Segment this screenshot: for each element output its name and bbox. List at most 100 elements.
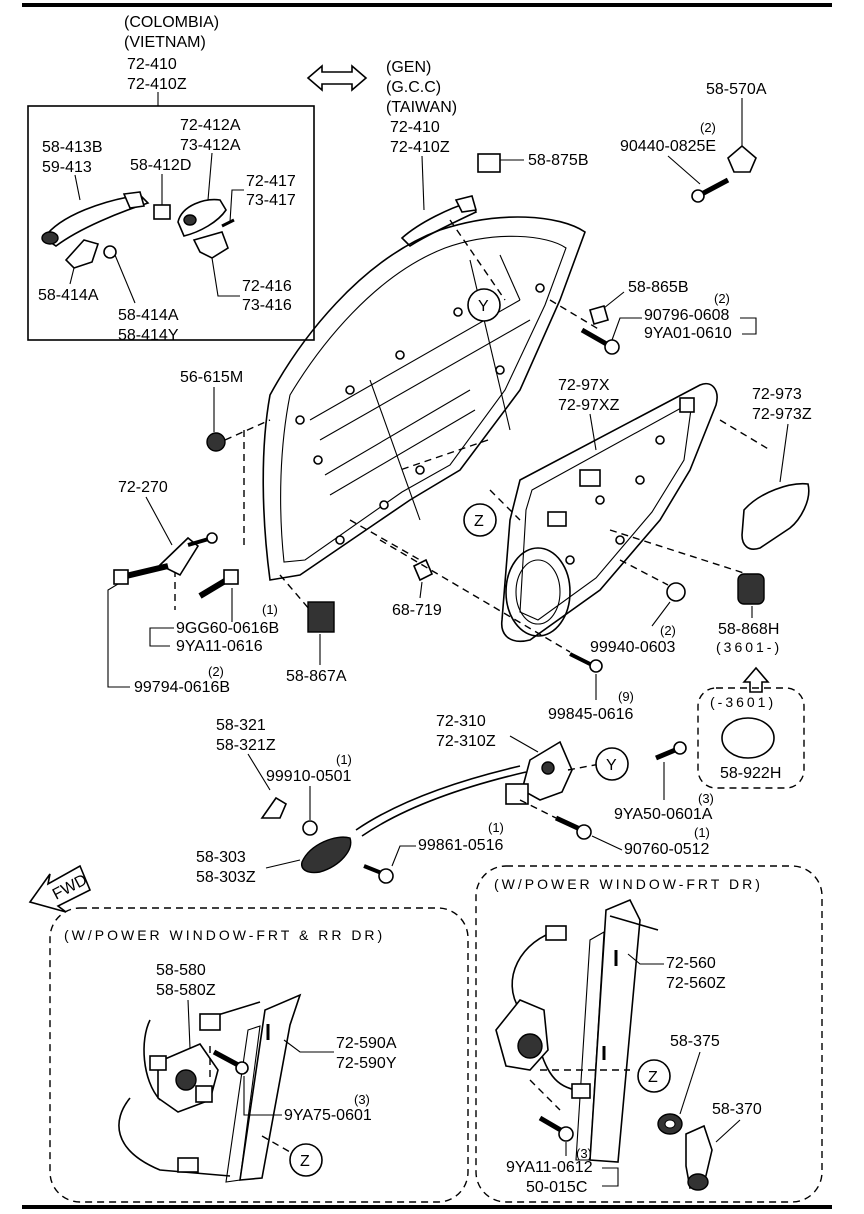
handle-base-part bbox=[177, 198, 227, 237]
leader-99794 bbox=[107, 583, 130, 688]
label-73-417: 73-417 bbox=[246, 192, 296, 209]
label-90760-qty: (1) bbox=[694, 825, 710, 840]
dash-99940 bbox=[619, 559, 669, 586]
ref-z-top: Z bbox=[474, 513, 484, 530]
label-90796: 90796-0608 bbox=[644, 307, 730, 324]
label-58-570A: 58-570A bbox=[706, 81, 767, 98]
label-58-414A-a: 58-414A bbox=[38, 287, 99, 304]
label-72-310Z: 72-310Z bbox=[436, 733, 496, 750]
ref-circle-z-top bbox=[463, 503, 497, 537]
dash-56-615M bbox=[224, 419, 271, 441]
leader-72-560 bbox=[627, 953, 664, 965]
leader-72-416 bbox=[211, 257, 240, 297]
label-9YA75-qty: (3) bbox=[354, 1092, 370, 1107]
label-58-303Z: 58-303Z bbox=[196, 869, 256, 886]
label-99845-qty: (9) bbox=[618, 689, 634, 704]
part-68-719-shape bbox=[412, 558, 434, 582]
clip-99910-part bbox=[302, 820, 318, 836]
label-9YA50-qty: (3) bbox=[698, 791, 714, 806]
leader-72-417 bbox=[229, 189, 244, 223]
outside-handle-part bbox=[41, 191, 150, 247]
dash-y-ref bbox=[449, 219, 506, 301]
dash-door-bottom bbox=[399, 439, 489, 471]
label-9YA11-0612: 9YA11-0612 bbox=[506, 1159, 593, 1176]
label-region-gen: (GEN) bbox=[386, 59, 431, 76]
part-58-868H-shape bbox=[737, 573, 765, 605]
ref-z-right: Z bbox=[648, 1069, 658, 1086]
lever-part bbox=[192, 231, 229, 259]
label-72-97XZ: 72-97XZ bbox=[558, 397, 620, 414]
label-58-414Y: 58-414Y bbox=[118, 327, 179, 344]
bolt-9YA75-part bbox=[212, 1049, 249, 1075]
part-58-875B-shape bbox=[477, 153, 501, 173]
screw-99861-part bbox=[363, 864, 394, 884]
label-99861: 99861-0516 bbox=[418, 837, 504, 854]
leader-72-270 bbox=[145, 496, 173, 546]
leader-72-412A bbox=[207, 152, 213, 201]
label-99910: 99910-0501 bbox=[266, 768, 352, 785]
ref-circle-z-left bbox=[289, 1143, 323, 1177]
leader-99940 bbox=[651, 601, 671, 627]
dash-58-865B bbox=[549, 299, 601, 331]
box-power-window-frt-rr bbox=[49, 907, 469, 1203]
label-handle-left-2: 72-410Z bbox=[127, 76, 187, 93]
label-99794-qty: (2) bbox=[208, 664, 224, 679]
label-99861-qty: (1) bbox=[488, 820, 504, 835]
label-73-416: 73-416 bbox=[242, 297, 292, 314]
label-9YA50: 9YA50-0601A bbox=[614, 806, 713, 823]
leader-58-414A-b bbox=[114, 254, 136, 304]
ref-circle-y-top bbox=[467, 288, 501, 322]
leader-99861 bbox=[391, 845, 416, 867]
part-58-865B-shape bbox=[589, 305, 609, 325]
bolt-90796-part bbox=[580, 327, 620, 355]
ref-y-mid: Y bbox=[606, 757, 617, 774]
label-90760: 90760-0512 bbox=[624, 841, 710, 858]
window-crank-handle bbox=[685, 1124, 713, 1191]
motor-58-580-part bbox=[149, 1043, 219, 1113]
arrow-up-icon bbox=[742, 666, 770, 693]
label-99940: 99940-0603 bbox=[590, 639, 676, 656]
bolt-9YA11-0612-part bbox=[538, 1115, 574, 1142]
label-72-416: 72-416 bbox=[242, 278, 292, 295]
label-handle-right-2: 72-410Z bbox=[390, 139, 450, 156]
leader-58-865B bbox=[603, 291, 625, 309]
label-region-colombia: (COLOMBIA) bbox=[124, 14, 219, 31]
dash-68-719 bbox=[349, 519, 421, 561]
bolt-9GG60-part bbox=[198, 569, 239, 599]
label-59-413: 59-413 bbox=[42, 159, 92, 176]
label-9YA75: 9YA75-0601 bbox=[284, 1107, 372, 1124]
label-99940-qty: (2) bbox=[660, 623, 676, 638]
leader-58-580 bbox=[187, 999, 191, 1049]
grommet-56-615M bbox=[206, 432, 226, 452]
dash-y-latch bbox=[567, 763, 601, 771]
label-50-015C: 50-015C bbox=[526, 1179, 587, 1196]
label-9YA11-0616: 9YA11-0616 bbox=[176, 638, 263, 655]
part-58-321-shape bbox=[260, 796, 288, 819]
bolt-90760-part bbox=[554, 815, 592, 840]
part-58-922H-shape bbox=[721, 717, 775, 759]
leader-handle-right bbox=[421, 155, 425, 211]
label-58-321: 58-321 bbox=[216, 717, 266, 734]
door-checker-part bbox=[158, 532, 218, 577]
door-inner-panel bbox=[262, 216, 586, 581]
label-72-97X: 72-97X bbox=[558, 377, 610, 394]
leader-72-310 bbox=[509, 735, 539, 753]
label-72-973: 72-973 bbox=[752, 386, 802, 403]
label-56-615M: 56-615M bbox=[180, 369, 243, 386]
label-99845: 99845-0616 bbox=[548, 706, 634, 723]
label-99794: 99794-0616B bbox=[134, 679, 230, 696]
label-58-580Z: 58-580Z bbox=[156, 982, 216, 999]
label-58-321Z: 58-321Z bbox=[216, 737, 276, 754]
leader-90440 bbox=[667, 155, 701, 185]
label-58-865B: 58-865B bbox=[628, 279, 689, 296]
label-72-270: 72-270 bbox=[118, 479, 168, 496]
label-90796-qty: (2) bbox=[714, 291, 730, 306]
label-72-560Z: 72-560Z bbox=[666, 975, 726, 992]
dash-58-868H bbox=[609, 529, 751, 576]
handle-pad-part bbox=[153, 204, 171, 220]
title-box-right: (W/POWER WINDOW-FRT DR) bbox=[494, 876, 763, 892]
door-latch-part bbox=[355, 740, 573, 837]
label-72-560: 72-560 bbox=[666, 955, 716, 972]
label-72-417: 72-417 bbox=[246, 173, 296, 190]
